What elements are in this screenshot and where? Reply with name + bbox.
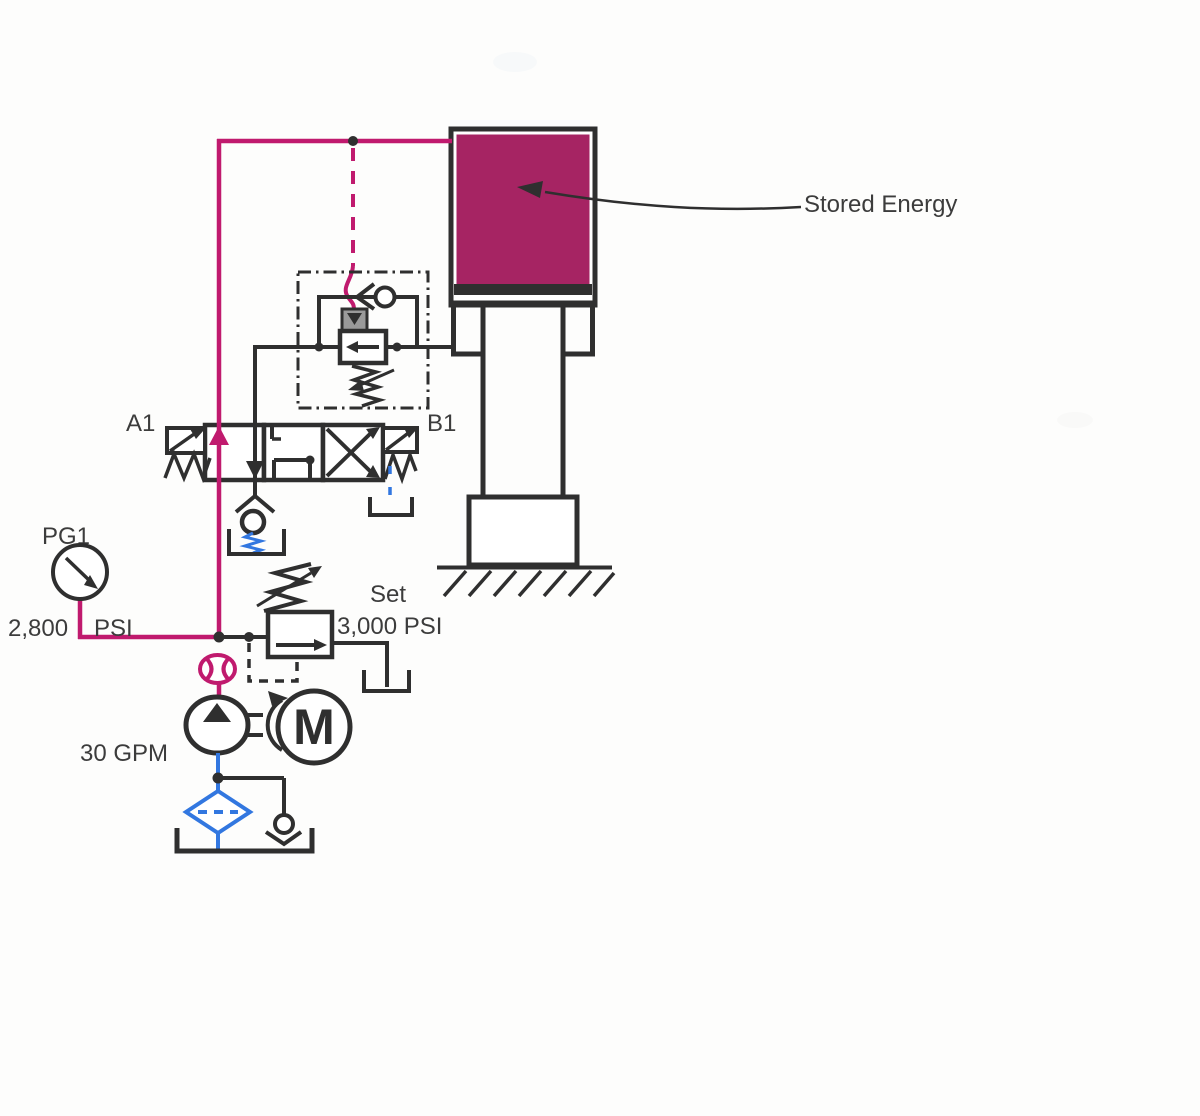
check-ball-icon — [239, 508, 267, 536]
bypass-branch — [317, 295, 419, 347]
flow-down-arrow-icon — [246, 461, 264, 479]
gauge-needle-icon — [84, 575, 98, 589]
drain-tank-icon — [368, 497, 414, 517]
pump-motor-group: M 30 GPM — [80, 683, 353, 767]
junction-dot — [348, 136, 358, 146]
relief-valve: Set 3,000 PSI — [247, 562, 442, 693]
filter-icon — [182, 788, 254, 836]
leader-line — [544, 190, 802, 211]
valve-spring-left-icon — [163, 449, 212, 484]
counterbalance-body — [337, 328, 389, 366]
electric-motor-icon — [275, 688, 353, 766]
tank-icon — [362, 670, 411, 693]
check-valve-icon — [353, 282, 397, 311]
relief-set-label: Set — [370, 581, 406, 608]
junction-dot — [314, 342, 324, 352]
flow-left-arrow-icon — [346, 341, 358, 353]
port-a1-label: A1 — [126, 410, 155, 437]
scan-smudge — [493, 52, 537, 72]
flow-right-arrow-icon — [314, 639, 327, 651]
adjust-arrow-icon — [348, 380, 364, 391]
coupling-arc-icon — [265, 698, 284, 752]
flow-meter-icon — [198, 653, 237, 685]
ground-symbol — [437, 565, 616, 598]
motor-letter-label: M — [293, 699, 335, 755]
tank-icon — [227, 529, 286, 556]
stored-energy-label: Stored Energy — [804, 191, 957, 218]
cylinder — [448, 126, 598, 568]
check-ball-icon — [273, 813, 295, 835]
gauge-reading-label: 2,800 — [8, 615, 68, 642]
valve-spring-right-icon — [383, 449, 418, 485]
junction-dot — [392, 342, 402, 352]
backpressure-check-valve — [227, 493, 286, 556]
relief-set-value-label: 3,000 PSI — [337, 613, 442, 640]
valve-enclosure-box — [296, 270, 430, 410]
cylinder-stored-energy-fill — [456, 134, 590, 285]
pump-flow-label: 30 GPM — [80, 740, 168, 767]
stored-energy-annotation: Stored Energy — [517, 181, 957, 218]
directional-valve-flows — [209, 345, 380, 496]
pressure-gauge-pg1: PG1 2,800 PSI — [8, 523, 133, 642]
pressure-lines — [77, 136, 452, 643]
check-seat-icon — [234, 493, 276, 514]
pilot-head-icon — [340, 307, 369, 333]
check-seat-icon — [264, 830, 303, 847]
pump-outlet-triangle-icon — [203, 703, 231, 722]
reservoir-icon — [174, 828, 315, 854]
suction-circuit — [174, 753, 315, 854]
flow-up-arrow-icon — [209, 426, 229, 445]
rotation-arrow-icon — [268, 691, 288, 706]
relief-body — [265, 609, 335, 660]
scan-smudge — [1057, 412, 1093, 428]
solenoid-right-icon — [381, 426, 419, 454]
solenoid-left-icon — [165, 426, 207, 455]
port-b1-label: B1 — [427, 410, 456, 437]
leader-arrow-icon — [517, 181, 543, 198]
spring-icon — [348, 364, 387, 408]
gauge-unit-label: PSI — [94, 615, 133, 642]
counterbalance-valve — [255, 270, 452, 410]
junction-dot — [244, 632, 254, 642]
check-spring-icon — [239, 531, 267, 555]
adjust-arrow-icon — [308, 566, 322, 578]
cylinder-piston — [454, 284, 592, 295]
directional-valve: A1 B1 — [126, 410, 456, 517]
cylinder-foot-block — [466, 494, 580, 568]
relief-pilot-line — [247, 643, 299, 683]
